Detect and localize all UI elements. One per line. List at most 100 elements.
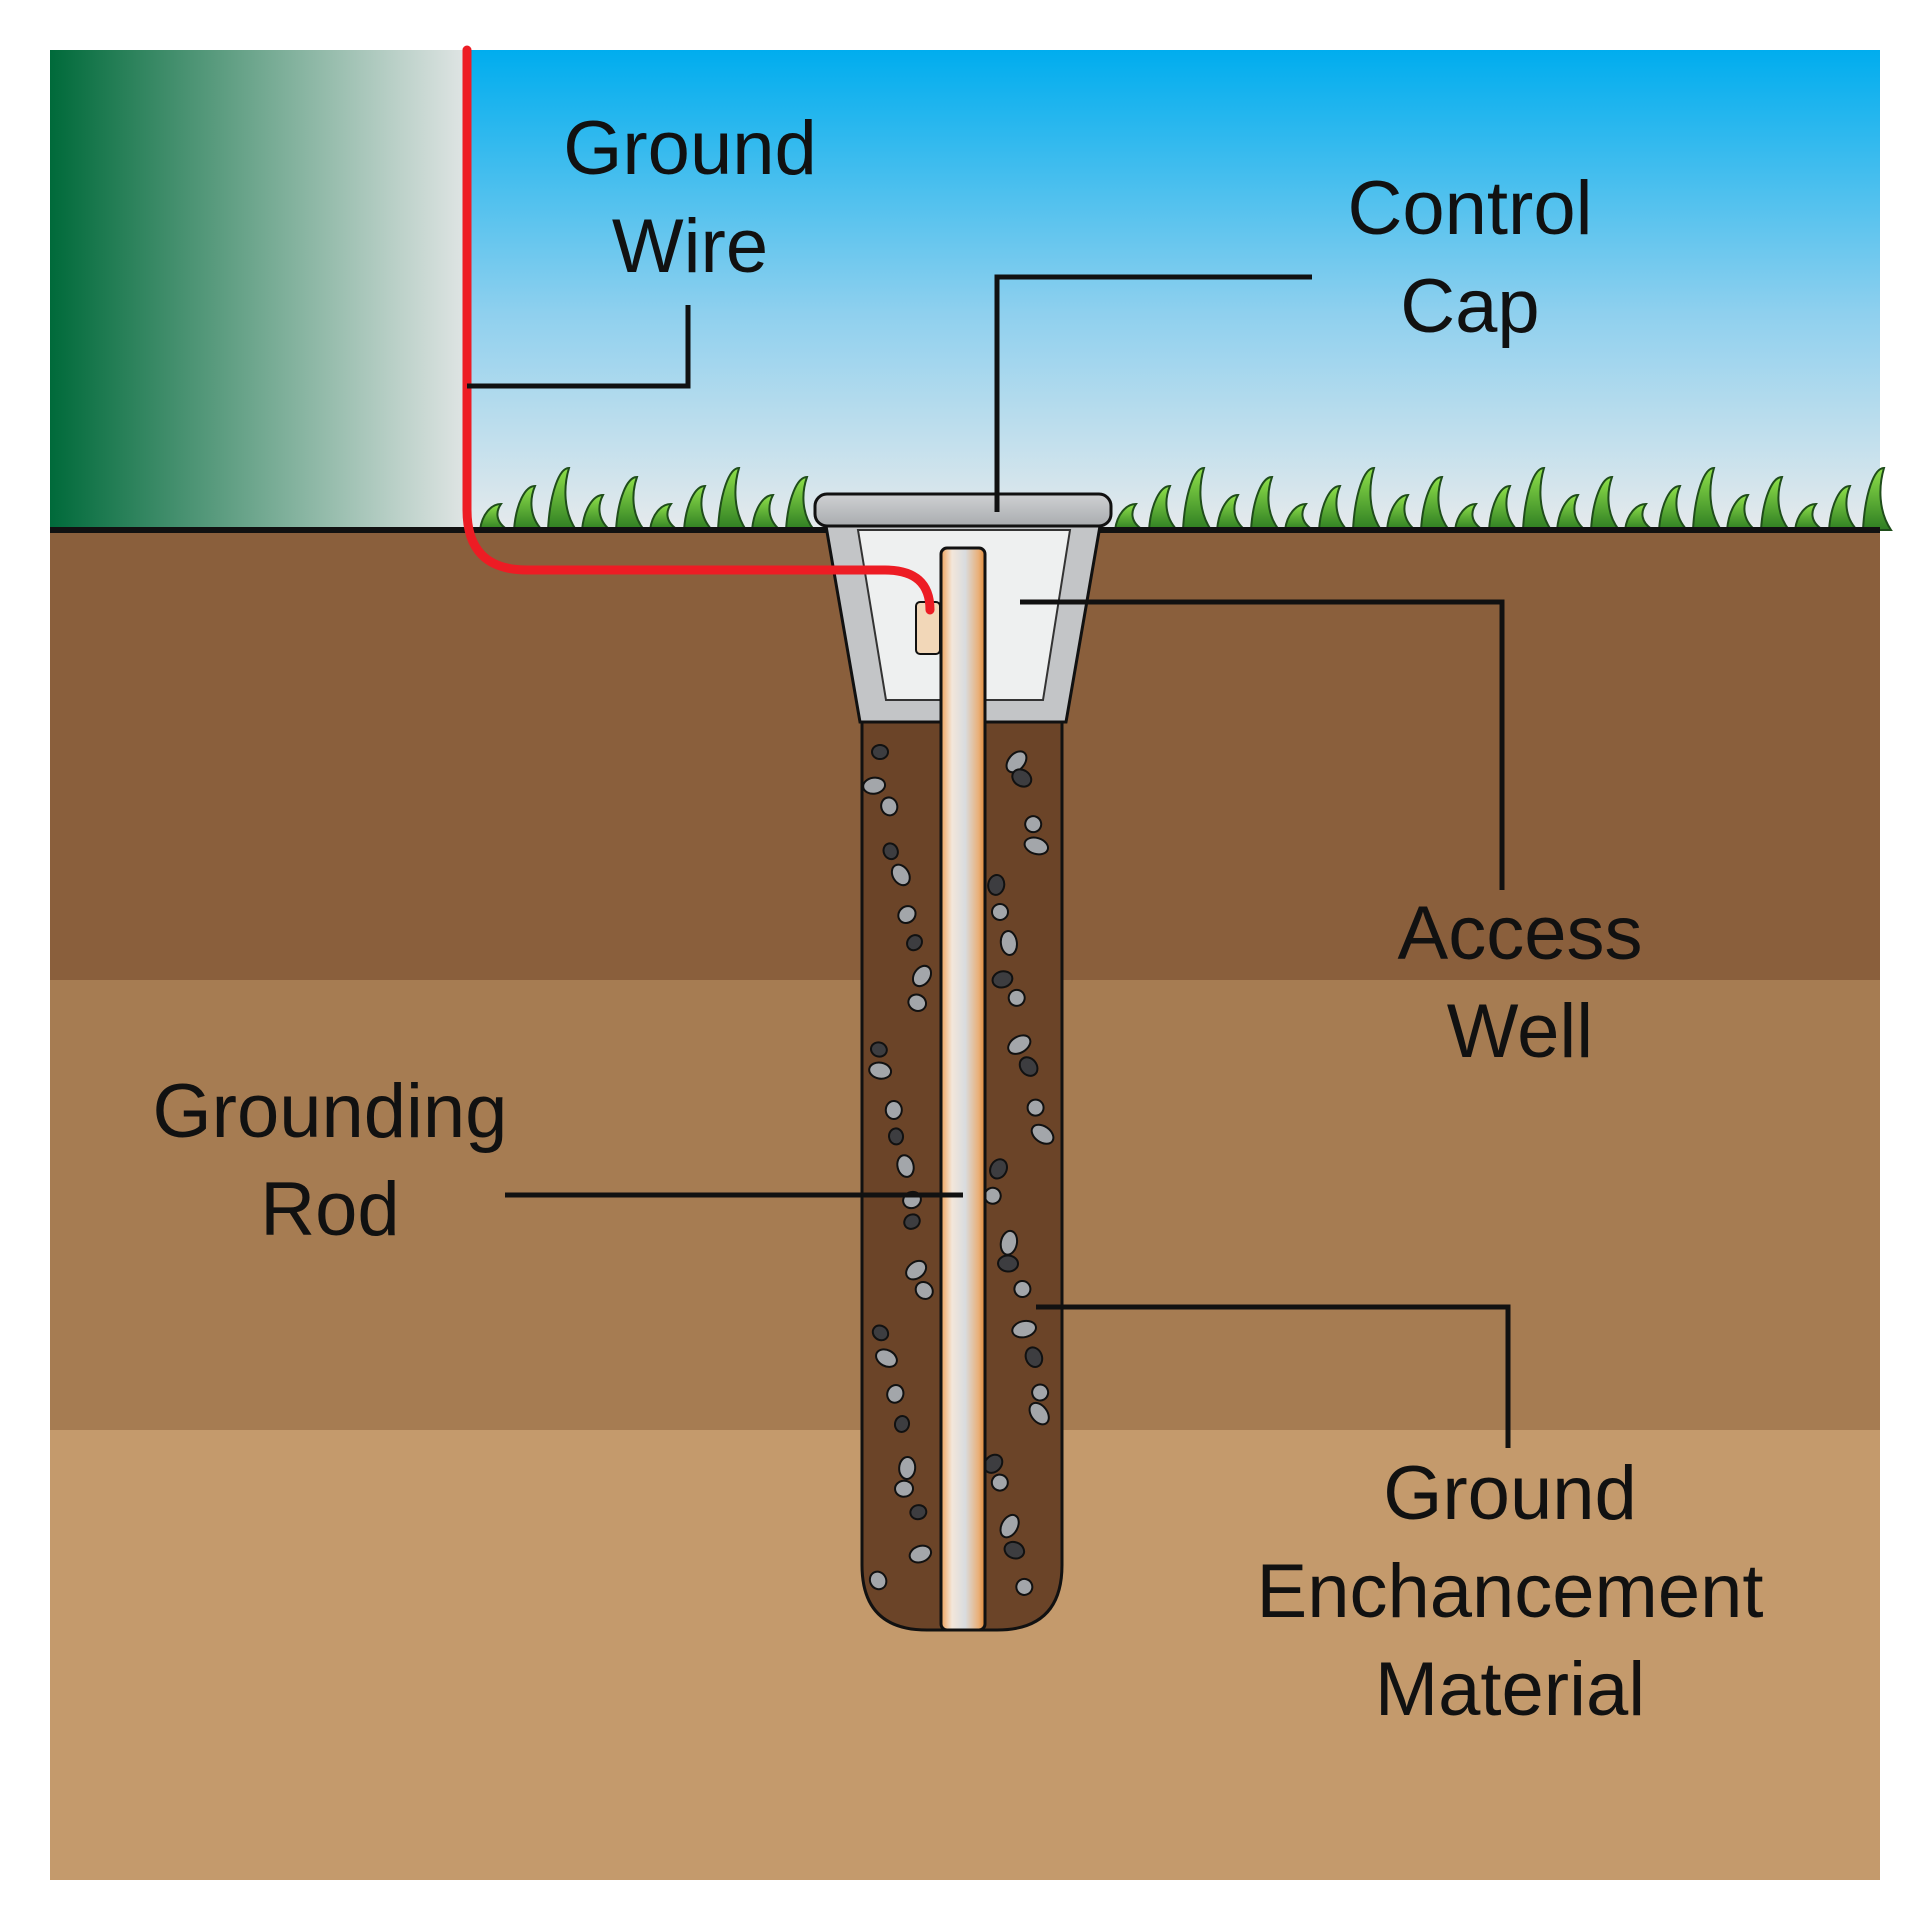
grass-blade	[716, 466, 748, 531]
grass-blade	[546, 466, 578, 531]
gravel-stone	[1024, 1346, 1044, 1368]
gravel-stone	[909, 1504, 928, 1521]
grass-blade	[1555, 493, 1588, 531]
gravel-stone	[871, 1324, 890, 1342]
grass-blade	[1861, 466, 1893, 531]
gravel-stone	[906, 934, 923, 952]
label-access-well-line-2: Well	[1446, 989, 1594, 1074]
label-control-cap-line-2: Cap	[1400, 264, 1540, 349]
gravel-stone	[997, 1254, 1020, 1273]
gravel-stone	[907, 993, 928, 1012]
gravel-stone	[882, 842, 899, 861]
grass-blade	[750, 493, 783, 531]
control-cap	[813, 492, 1113, 528]
label-control-cap-line-1: Control	[1347, 166, 1593, 251]
gravel-stone	[987, 873, 1006, 896]
gravel-stone	[991, 902, 1010, 921]
label-ground-wire-line-2: Wire	[611, 204, 769, 289]
label-gem-line-2: Enchancement	[1256, 1549, 1764, 1634]
grass-blade	[1147, 484, 1180, 531]
gravel-stone	[1013, 1280, 1032, 1299]
gravel-stone	[1007, 988, 1026, 1007]
gravel-stone	[1031, 1383, 1050, 1402]
grass-blade	[1793, 502, 1827, 531]
label-access-well: Access Well	[1370, 885, 1670, 1081]
grass-blade	[1623, 502, 1657, 531]
grass-blade	[1283, 502, 1317, 531]
label-grounding-rod-line-2: Rod	[260, 1167, 400, 1252]
gravel-stone	[1007, 1034, 1032, 1055]
grass-blade	[682, 484, 715, 531]
grass-blade	[1725, 493, 1758, 531]
grass-blade	[1419, 475, 1452, 531]
gravel-stone	[897, 905, 917, 924]
gravel-stone	[893, 1415, 911, 1433]
grass-blade	[1521, 466, 1553, 531]
gravel-stone	[898, 1455, 917, 1480]
gravel-stone	[869, 1041, 888, 1058]
grass-blade	[1249, 475, 1282, 531]
grass-blade	[580, 493, 613, 531]
gravel-stone	[1003, 1540, 1026, 1560]
grass-blade	[1827, 484, 1860, 531]
grass-blade	[614, 475, 647, 531]
gravel-stones	[862, 744, 1055, 1596]
gravel-stone	[888, 1127, 905, 1146]
gravel-stone	[1005, 750, 1028, 774]
gravel-stone	[991, 970, 1014, 989]
gravel-stone	[880, 796, 899, 817]
label-grounding-rod-line-1: Grounding	[152, 1069, 508, 1154]
gravel-stone	[905, 1259, 928, 1281]
label-ground-wire: Ground Wire	[540, 100, 840, 296]
ground-wire	[462, 45, 935, 615]
gravel-stone	[1023, 836, 1050, 856]
label-access-well-line-1: Access	[1397, 891, 1643, 976]
gravel-stone	[908, 1544, 933, 1564]
grass-blade	[784, 475, 817, 531]
gravel-stone	[875, 1348, 898, 1368]
gravel-stone	[890, 863, 911, 887]
leader-access-well	[1020, 599, 1505, 890]
grass-blade	[1691, 466, 1723, 531]
gravel-stone	[1026, 1098, 1045, 1117]
label-gem-line-3: Material	[1374, 1647, 1646, 1732]
grass-blade	[1385, 493, 1418, 531]
gravel-stone	[1011, 1319, 1037, 1339]
gravel-stone	[884, 1099, 903, 1120]
grass-blade	[1657, 484, 1690, 531]
grass-blade	[1351, 466, 1383, 531]
gravel-stone	[871, 744, 889, 760]
label-control-cap: Control Cap	[1320, 160, 1620, 356]
gravel-stone	[903, 1213, 921, 1230]
grass-blade	[1215, 493, 1248, 531]
grass-blade	[1453, 502, 1487, 531]
leader-ground-wire	[467, 305, 691, 389]
gravel-stone	[862, 776, 887, 795]
grass-blade	[1317, 484, 1350, 531]
grounding-rod	[939, 546, 987, 1632]
label-grounding-rod: Grounding Rod	[130, 1063, 530, 1259]
grass-blade	[1487, 484, 1520, 531]
grass-blade	[1589, 475, 1622, 531]
gravel-stone	[999, 1513, 1020, 1539]
grass-icon	[478, 466, 1893, 531]
grass-blade	[648, 502, 682, 531]
gravel-stone	[894, 1479, 915, 1498]
grass-blade	[478, 502, 512, 531]
leader-control-cap	[994, 274, 1312, 512]
label-gem-line-1: Ground	[1383, 1451, 1637, 1536]
leader-ground-enhancement	[1036, 1304, 1511, 1448]
gravel-stone	[999, 930, 1018, 956]
gravel-stone	[868, 1061, 893, 1080]
gravel-stone	[1015, 1577, 1034, 1596]
gravel-stone	[886, 1383, 905, 1404]
label-ground-wire-line-1: Ground	[563, 106, 817, 191]
grass-blade	[1113, 502, 1147, 531]
gravel-stone	[911, 964, 933, 988]
grass-blade	[512, 484, 545, 531]
gravel-stone	[914, 1280, 934, 1300]
label-ground-enhancement-material: Ground Enchancement Material	[1210, 1445, 1810, 1739]
gravel-stone	[1018, 1056, 1039, 1077]
gravel-stone	[1028, 1401, 1050, 1426]
grass-blade	[1181, 466, 1213, 531]
